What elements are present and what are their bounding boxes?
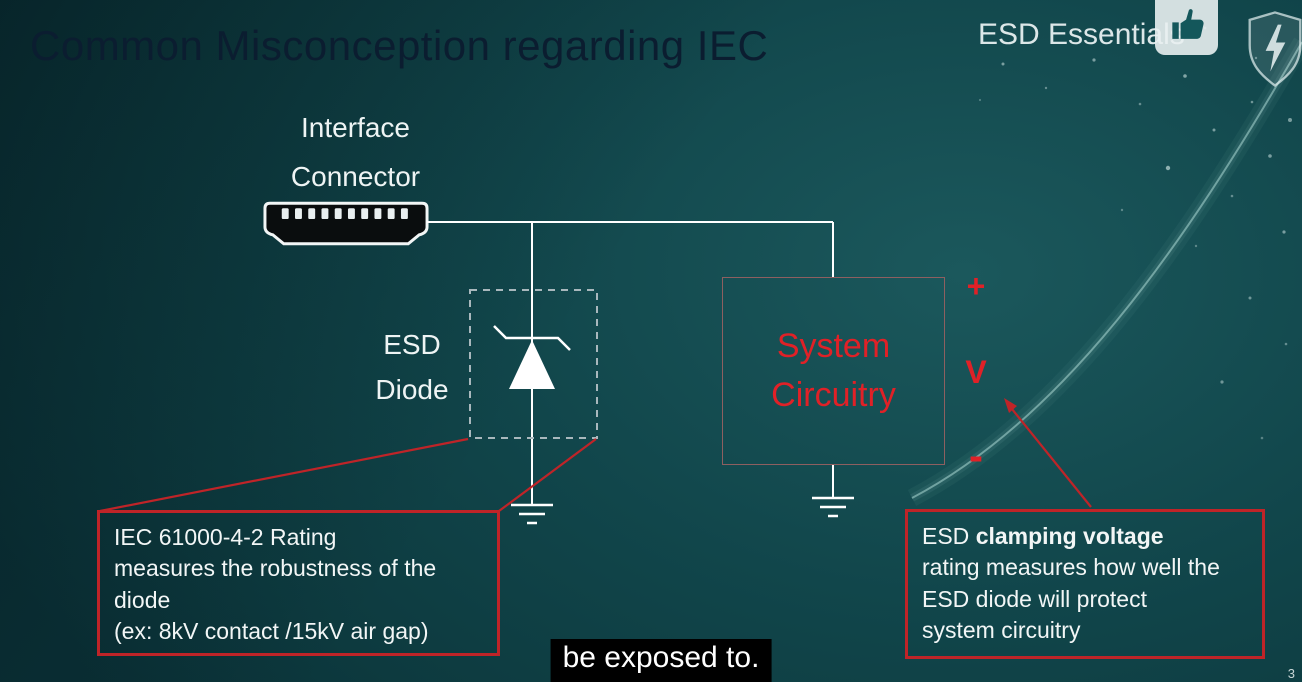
clamping-voltage-text-rest: rating measures how well the ESD diode w… <box>922 554 1220 643</box>
iec-rating-text: IEC 61000-4-2 Rating measures the robust… <box>114 524 437 644</box>
ground-symbol-diode <box>511 503 553 525</box>
connector-pins <box>281 208 408 220</box>
clamping-voltage-text-bold: clamping voltage <box>975 523 1164 549</box>
iec-rating-callout: IEC 61000-4-2 Rating measures the robust… <box>97 510 500 656</box>
shield-lightning-glyph <box>1248 11 1302 88</box>
interface-connector-label: Interface Connector <box>290 112 421 192</box>
clamping-voltage-arrow <box>1004 398 1092 508</box>
hdmi-connector-icon <box>262 200 430 248</box>
esd-diode-symbol <box>493 325 571 389</box>
ground-symbol-system <box>812 496 854 518</box>
voltage-terminal-label: V <box>965 354 987 390</box>
esd-diode-dashed-box <box>469 289 598 439</box>
callout-pointer-line-left <box>99 437 469 513</box>
system-circuitry-box: System Circuitry <box>722 277 945 465</box>
minus-terminal-label: - <box>969 432 983 479</box>
system-circuitry-label: System Circuitry <box>771 326 896 414</box>
clamping-voltage-text-prefix: ESD <box>922 523 976 549</box>
slide-title: Common Misconception regarding IEC <box>30 22 769 69</box>
esd-diode-label: ESD Diode <box>375 329 449 406</box>
shield-icon <box>1245 4 1302 94</box>
plus-terminal-label: + <box>966 268 986 304</box>
page-number: 3 <box>1287 666 1295 681</box>
hdmi-connector-glyph <box>263 201 429 246</box>
brand-text: ESD Essentials <box>978 18 1185 51</box>
callout-pointer-line-right <box>498 438 597 512</box>
thumbs-up-icon <box>1155 0 1218 55</box>
thumbs-up-glyph <box>1171 9 1204 39</box>
clamping-voltage-callout: ESD clamping voltage rating measures how… <box>905 509 1265 659</box>
caption-text: be exposed to. <box>550 639 772 682</box>
